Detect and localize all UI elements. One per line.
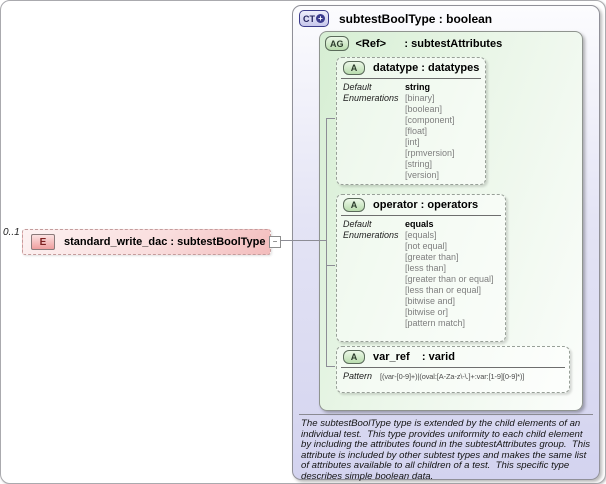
attribute-header: A var_ref : varid [337,347,569,366]
connector-line [279,240,327,241]
documentation-text: The subtestBoolType type is extended by … [301,418,593,482]
connector-branch-line [326,118,327,367]
enumeration-value: [int] [405,137,420,147]
attribute-badge-icon: A [343,61,365,75]
facet-labels: Pattern [343,371,380,382]
attribute-box-datatype[interactable]: A datatype : datatypes Default Enumerati… [336,57,486,185]
facet-values: [(var-[0-9]+)|(oval:[A-Za-z\-\.]+:var:[1… [380,371,567,382]
enumeration-value: [equals] [405,230,437,240]
attribute-title: var_ref : varid [373,351,455,363]
enumerations-label: Enumerations [343,230,399,240]
default-label: Default [343,219,372,229]
element-badge-icon: E [31,234,55,250]
plus-icon[interactable]: + [316,14,325,23]
attribute-group-header: AG <Ref> : subtestAttributes [325,36,502,51]
attribute-badge-icon: A [343,198,365,212]
complex-type-box[interactable]: CT + subtestBoolType : boolean AG <Ref> … [292,5,600,482]
facet-labels: Default Enumerations [343,219,405,329]
facet-labels: Default Enumerations [343,82,405,181]
attribute-box-operator[interactable]: A operator : operators Default Enumerati… [336,194,506,342]
attribute-group-badge-icon: AG [325,36,349,51]
pattern-label: Pattern [343,371,373,381]
complex-type-badge-label: CT [303,13,315,24]
attribute-facets: Default Enumerations string [binary][boo… [337,81,485,181]
facet-values: string [binary][boolean][component][floa… [405,82,483,181]
enumeration-value: [version] [405,170,440,180]
attribute-group-title: <Ref> : subtestAttributes [355,37,503,50]
complex-type-title: subtestBoolType : boolean [339,11,493,26]
divider [341,215,501,216]
documentation-divider [299,414,593,415]
enumeration-value: [not equal] [405,241,448,251]
default-value: string [405,82,431,92]
element-label: standard_write_dac : subtestBoolType [64,236,266,248]
complex-type-badge-icon: CT + [299,10,329,27]
enumeration-value: [greater than or equal] [405,274,494,284]
enumeration-value: [component] [405,115,455,125]
attribute-header: A operator : operators [337,195,505,214]
connector-stub-var-ref [326,366,335,367]
attribute-facets: Pattern [(var-[0-9]+)|(oval:[A-Za-z\-\.]… [337,370,569,382]
divider [341,78,481,79]
complex-type-header: CT + subtestBoolType : boolean [299,10,492,27]
attribute-box-var-ref[interactable]: A var_ref : varid Pattern [(var-[0-9]+)|… [336,346,570,393]
enumeration-value: [pattern match] [405,318,466,328]
connector-stub-operator [326,265,335,266]
occurrence-indicator: 0..1 [3,227,20,238]
attribute-header: A datatype : datatypes [337,58,485,77]
element-box-standard-write-dac[interactable]: E standard_write_dac : subtestBoolType [22,229,271,255]
pattern-value: [(var-[0-9]+)|(oval:[A-Za-z\-\.]+:var:[1… [380,372,525,381]
default-label: Default [343,82,372,92]
connector-stub-datatype [326,118,335,119]
facet-values: equals [equals][not equal][greater than]… [405,219,503,329]
enumeration-value: [less than or equal] [405,285,482,295]
enumeration-value: [rpmversion] [405,148,455,158]
divider [341,367,565,368]
enumeration-value: [string] [405,159,433,169]
enumerations-label: Enumerations [343,93,399,103]
attribute-title: datatype : datatypes [373,62,480,74]
minus-icon: − [272,237,278,246]
attribute-badge-icon: A [343,350,365,364]
enumeration-value: [bitwise or] [405,307,449,317]
attribute-facets: Default Enumerations equals [equals][not… [337,218,505,329]
enumeration-value: [bitwise and] [405,296,456,306]
enumeration-value: [boolean] [405,104,443,114]
collapse-toggle[interactable]: − [269,236,281,248]
attribute-title: operator : operators [373,199,479,211]
default-value: equals [405,219,434,229]
enumeration-value: [float] [405,126,428,136]
enumeration-list: [binary][boolean][component][float][int]… [405,93,483,181]
attribute-group-box[interactable]: AG <Ref> : subtestAttributes A datatype … [319,31,583,411]
enumeration-list: [equals][not equal][greater than][less t… [405,230,503,329]
enumeration-value: [binary] [405,93,435,103]
enumeration-value: [greater than] [405,252,459,262]
enumeration-value: [less than] [405,263,447,273]
